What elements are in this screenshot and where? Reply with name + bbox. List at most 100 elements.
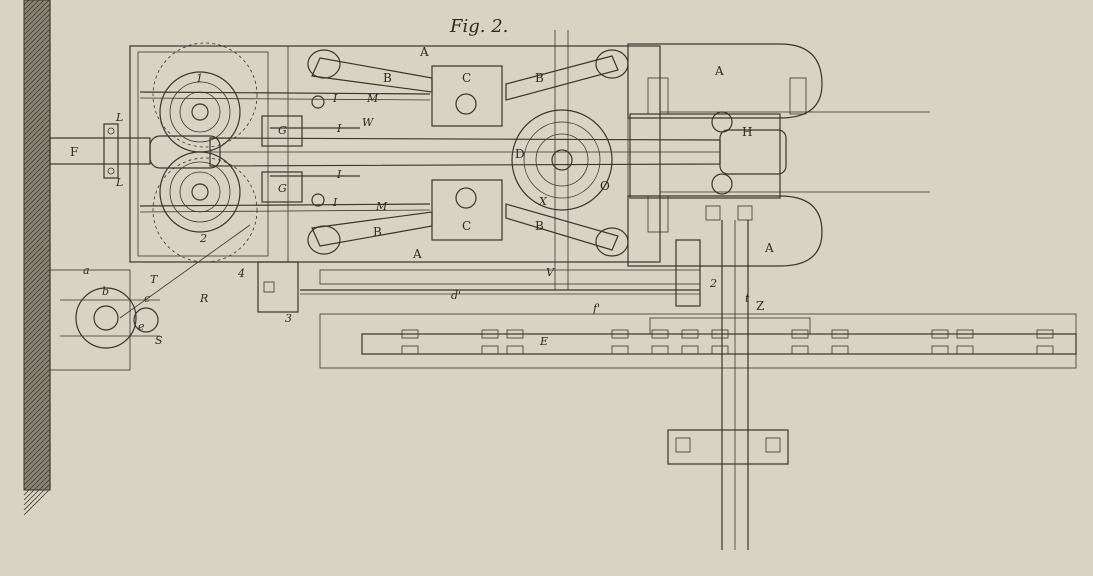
wall-hatch-line [23,78,51,106]
wall-hatch-line [23,303,51,331]
wall-hatch-line [23,0,45,21]
label-I-3: I [336,168,342,181]
wall-hatch-line [23,353,51,381]
wall-hatch-line [23,348,51,376]
wall-hatch-line [23,473,51,501]
wall-hatch-line [23,188,51,216]
label-Z: Z [756,299,764,313]
label-2: 2 [199,232,207,245]
label-D: D [515,147,525,161]
wall-hatch-line [23,128,51,156]
wall-hatch-line [23,33,51,61]
diagram-labels: A A A A B B B B C C D E F G G H I I I I … [70,45,774,348]
bed-bolt [711,345,729,355]
bed-bolt [401,345,419,355]
wall-hatch-line [23,308,51,336]
bed-bolt [506,345,524,355]
bed-bolt [506,329,524,339]
label-B-1: B [383,71,392,85]
label-B-3: B [373,225,382,239]
wall-hatch-line [23,478,51,506]
crossheads-C [431,65,503,241]
wall-hatch-line [23,333,51,361]
wall-hatch-line [23,253,51,281]
bearing-H [705,111,753,221]
wall-hatch-line [23,423,51,451]
wall-hatch-line [23,408,51,436]
wall-hatch-line [23,438,51,466]
bed-bolt [931,345,949,355]
label-A-bottom: A [412,247,422,261]
wall-hatch-line [23,358,51,386]
wall-hatch-line [23,373,51,401]
bed-bolt [681,345,699,355]
wall-hatch-line [23,228,51,256]
wall-hatch-line [23,108,51,136]
label-L-bottom: L [115,176,123,189]
rods-V-d [300,239,701,307]
wall-hatch-line [23,388,51,416]
wall-hatch-line [23,238,51,266]
wall-hatch-line [23,133,51,161]
label-2-right: 2 [709,277,717,290]
wall-hatch-line [23,163,51,191]
wall-hatch-line [23,418,51,446]
wall-hatch-line [23,23,51,51]
apparatus-S-T [49,224,251,371]
wall-hatch-line [23,183,51,211]
wall-hatch-line [23,293,51,321]
label-C-top: C [462,71,471,85]
wall-hatch-line [23,463,51,491]
guide-lines [554,30,930,290]
vertical-shaft [667,220,789,550]
wall-hatch-line [23,68,51,96]
wall-hatch-line [23,298,51,326]
wall-hatch-line [23,273,51,301]
cylinder-2 [159,151,241,233]
label-A-right-bottom: A [764,241,774,255]
bed-bolt [831,329,849,339]
wall-hatch-line [23,398,51,426]
wall-hatch-line [23,0,50,26]
wall-hatch-line [23,138,51,166]
label-W: W [362,116,375,129]
wall-hatch-line [23,278,51,306]
bed-bolt [611,345,629,355]
label-3: 3 [285,312,292,325]
bed-bolt [831,345,849,355]
wall-hatch-line [23,318,51,346]
wall-hatching [23,0,51,516]
label-X: X [538,195,548,208]
label-I-2: I [336,122,342,135]
bed-bolt [1036,329,1054,339]
wall-hatch-line [23,313,51,341]
wall-hatch-line [23,13,51,41]
wall-hatch-line [23,83,51,111]
wall-hatch-line [23,468,51,496]
wall-hatch-line [23,193,51,221]
wall-hatch-line [23,393,51,421]
label-A-top: A [419,45,429,59]
main-rod-D [149,129,787,175]
wall-hatch-line [23,258,51,286]
wall-hatch-line [23,28,51,56]
wall-hatch-line [23,143,51,171]
wall-hatch-line [23,8,51,36]
wall-hatch-line [23,483,51,511]
label-B-2: B [535,71,544,85]
wall-hatch-line [23,58,51,86]
bed-bolt [791,345,809,355]
label-e: e [138,320,145,333]
wall-hatch-line [23,38,51,66]
wall-hatch-line [23,118,51,146]
bed-bolt [651,345,669,355]
block-G [261,115,303,203]
wall-hatch-line [23,448,51,476]
wall-hatch-line [23,283,51,311]
wall-hatch-line [23,403,51,431]
wall-hatch-line [23,123,51,151]
bed-bolt [401,329,419,339]
wall-hatch-line [23,0,30,6]
